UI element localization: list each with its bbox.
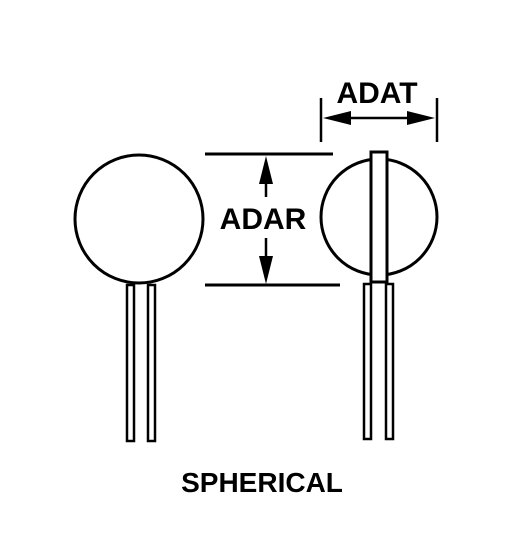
side-view-lead-left: [362, 282, 373, 441]
adat-arrowhead-left: [323, 111, 351, 125]
diagram-caption: SPHERICAL: [181, 467, 343, 498]
front-view: [73, 153, 205, 443]
adat-arrowhead-right: [407, 111, 435, 125]
adat-dimension: ADAT: [319, 77, 439, 142]
front-view-body-circle: [73, 153, 205, 285]
side-view-lead-right: [384, 282, 395, 441]
adar-dimension: ADAR: [205, 152, 340, 287]
front-view-lead-right: [146, 283, 157, 443]
adar-arrowhead-down: [259, 256, 273, 284]
side-view: [319, 150, 439, 441]
adat-label: ADAT: [336, 77, 417, 110]
front-view-lead-left: [125, 283, 136, 443]
side-view-lead-plate: [369, 150, 389, 284]
adar-arrowhead-up: [259, 156, 273, 184]
adar-label: ADAR: [220, 203, 307, 236]
